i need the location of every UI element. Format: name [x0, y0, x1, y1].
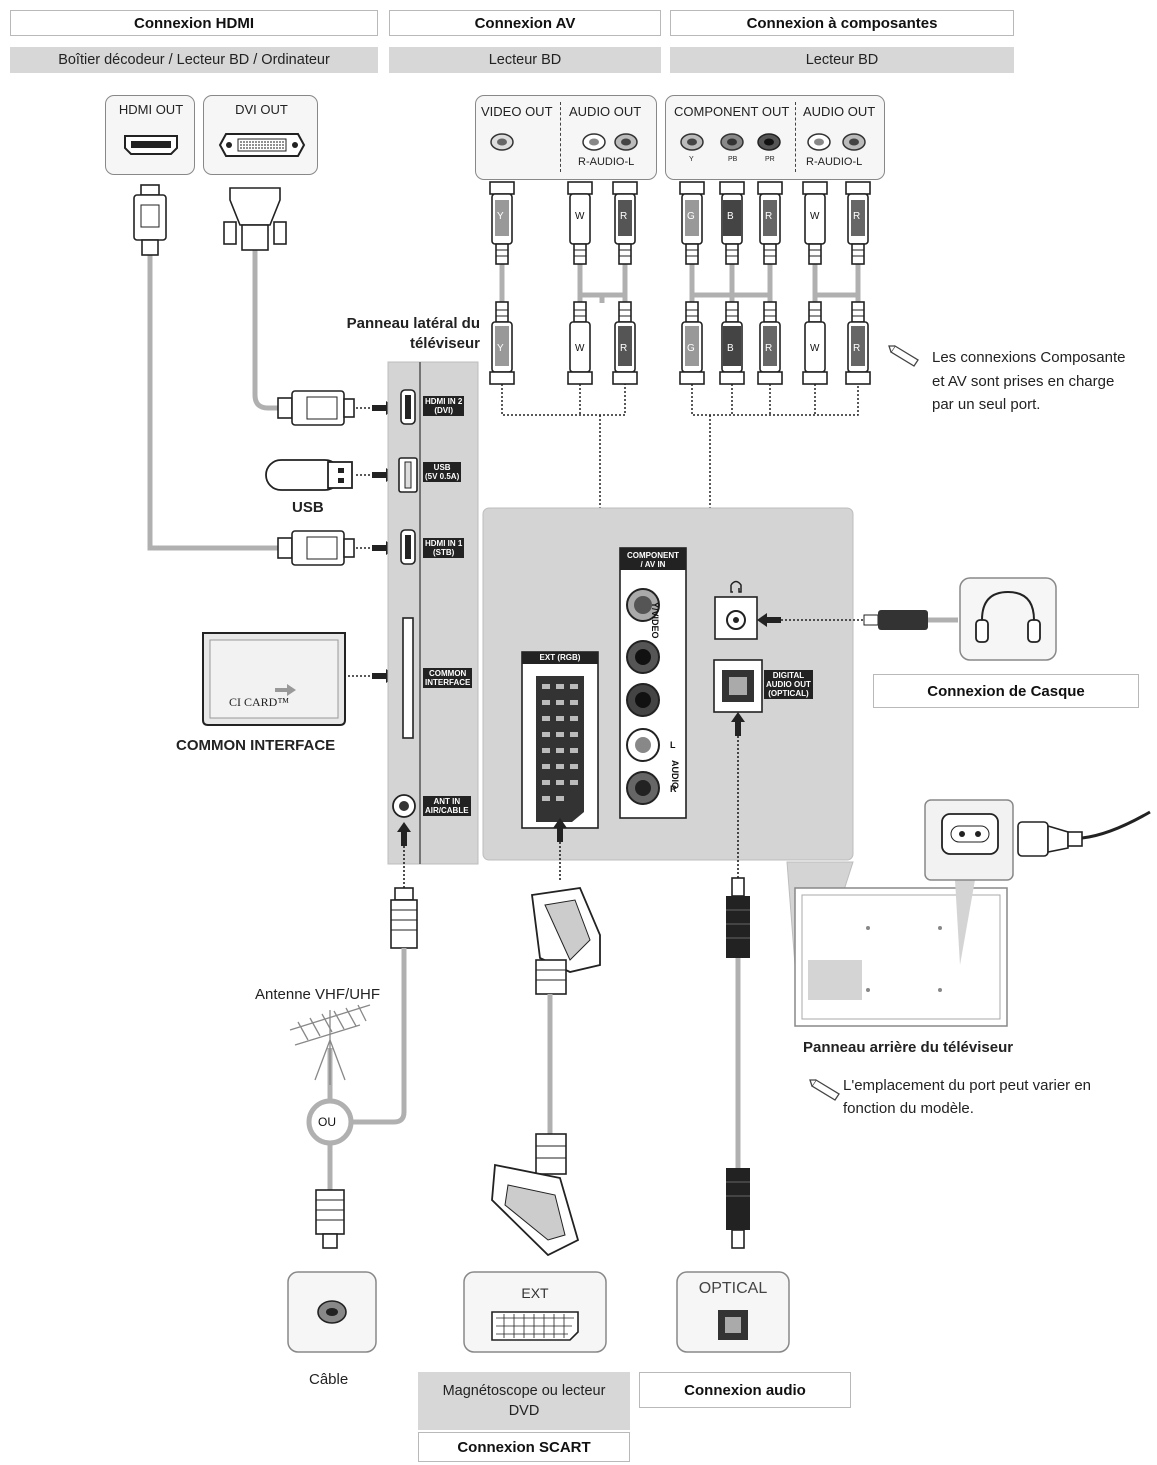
cable-plug-bottom — [315, 1189, 345, 1249]
power-plug-icon — [1017, 810, 1151, 857]
header-component-sub: Lecteur BD — [670, 47, 1014, 73]
av-jack-icons — [490, 133, 638, 151]
antenna-icon — [289, 1004, 371, 1085]
video-jack-label: Y/VIDEO — [650, 602, 660, 639]
headphone-connection-label: Connexion de Casque — [873, 674, 1139, 708]
note-port-2: fonction du modèle. — [843, 1100, 974, 1117]
audio-out-label: AUDIO OUT — [569, 104, 642, 119]
ci-card-icon — [202, 632, 346, 726]
antenna-label: Antenne VHF/UHF — [255, 986, 381, 1003]
audio-connection-label: Connexion audio — [639, 1372, 851, 1408]
plug-letter-b-b: B — [727, 343, 734, 354]
header-component: Connexion à composantes — [670, 10, 1014, 36]
plug-letter-g-b: G — [687, 343, 695, 354]
plug-letter-r3: R — [853, 211, 861, 222]
header-hdmi: Connexion HDMI — [10, 10, 378, 36]
header-av-sub: Lecteur BD — [389, 47, 661, 73]
dvi-out-label: DVI OUT — [235, 102, 288, 117]
hdmi-plug-top — [133, 184, 167, 256]
audio-out2-label: AUDIO OUT — [803, 104, 876, 119]
header-av: Connexion AV — [389, 10, 661, 36]
side-panel-title-1: Panneau latéral du — [346, 315, 480, 332]
scart-plug-bottom — [491, 1133, 580, 1257]
plug-letter-r2: R — [765, 211, 773, 222]
rear-panel-title: Panneau arrière du téléviseur — [803, 1039, 1014, 1056]
note-component-3: par un seul port. — [932, 396, 1041, 413]
plug-letter-r2-b: R — [765, 343, 773, 354]
hdmi-in-2-label: HDMI IN 2(DVI) — [423, 396, 465, 416]
dvi-port-icon — [218, 133, 306, 157]
audio-r-label: R — [670, 784, 677, 794]
hdmi-out-port-box: HDMI OUT — [105, 95, 195, 175]
plug-letter-g: G — [687, 211, 695, 222]
usb-label: USB — [292, 499, 324, 516]
plug-letter-y: Y — [497, 211, 504, 222]
y-label: Y — [689, 156, 694, 163]
ou-label: OU — [318, 1115, 336, 1129]
plug-letter-w: W — [575, 211, 585, 222]
audio-l-label: L — [670, 740, 676, 750]
plug-letter-y-b: Y — [497, 343, 504, 354]
optical-label: OPTICAL — [698, 1280, 768, 1297]
dvi-out-port-box: DVI OUT — [203, 95, 318, 175]
plug-letter-w2: W — [810, 211, 820, 222]
rca-plugs-top — [489, 181, 871, 265]
pb-label: PB — [728, 156, 738, 163]
hdmi-out-label: HDMI OUT — [118, 102, 184, 117]
component-av-in-label: COMPONENT/ AV IN — [627, 551, 679, 569]
headphone-plug — [863, 610, 958, 630]
side-panel-title-2: téléviseur — [409, 335, 480, 352]
hdmi-port-icon — [124, 135, 178, 155]
ext-rgb-label: EXT (RGB) — [539, 653, 581, 662]
vcr-dvd-label: Magnétoscope ou lecteur DVD — [418, 1372, 630, 1430]
hdmi-in-1-label: HDMI IN 1(STB) — [423, 538, 465, 558]
component-jack-icons — [680, 133, 866, 151]
note-component-1: Les connexions Composante — [932, 349, 1126, 366]
usb-stick-icon — [265, 459, 353, 491]
hdmi-plug-horizontal-1 — [277, 390, 355, 426]
cable-label: Câble — [309, 1371, 349, 1388]
scart-plug-top — [530, 887, 601, 995]
plug-letter-r3-b: R — [853, 343, 861, 354]
side-panel — [387, 361, 479, 865]
video-out-label: VIDEO OUT — [481, 104, 553, 119]
optical-plug-bottom — [726, 1168, 750, 1249]
r-audio-l2-label: R-AUDIO-L — [806, 156, 863, 168]
dvi-plug-top — [223, 187, 287, 251]
scart-connection-label: Connexion SCART — [418, 1432, 630, 1462]
component-out-label: COMPONENT OUT — [674, 104, 790, 119]
plug-letter-b: B — [727, 211, 734, 222]
pr-label: PR — [765, 156, 775, 163]
header-hdmi-sub: Boîtier décodeur / Lecteur BD / Ordinate… — [10, 47, 378, 73]
headphone-device-box — [959, 577, 1057, 661]
note-icon — [809, 1079, 840, 1101]
note-port-1: L'emplacement du port peut varier en — [843, 1077, 1092, 1094]
tv-rear-illustration — [794, 887, 1008, 1027]
plug-letter-w2-b: W — [810, 343, 820, 354]
note-icon — [888, 345, 919, 367]
r-audio-l-label: R-AUDIO-L — [578, 156, 635, 168]
rear-rca-jacks — [626, 588, 660, 805]
note-component-2: et AV sont prises en charge — [932, 373, 1115, 390]
component-out-port-box: COMPONENT OUT AUDIO OUT Y PB PR R-AUDIO-… — [665, 95, 885, 180]
common-interface-title: COMMON INTERFACE — [176, 737, 336, 754]
optical-plug-top — [726, 877, 750, 958]
plug-letter-r-b: R — [620, 343, 628, 354]
antenna-plug-top — [390, 887, 418, 949]
av-out-port-box: VIDEO OUT AUDIO OUT R-AUDIO-L — [475, 95, 657, 180]
ci-card-label: CI CARD™ — [229, 695, 290, 709]
ext-label: EXT — [521, 1285, 549, 1301]
plug-letter-w-b: W — [575, 343, 585, 354]
hdmi-plug-horizontal-2 — [277, 530, 355, 566]
usb-port-label: USB(5V 0.5A) — [423, 462, 462, 482]
plug-letter-r: R — [620, 211, 628, 222]
